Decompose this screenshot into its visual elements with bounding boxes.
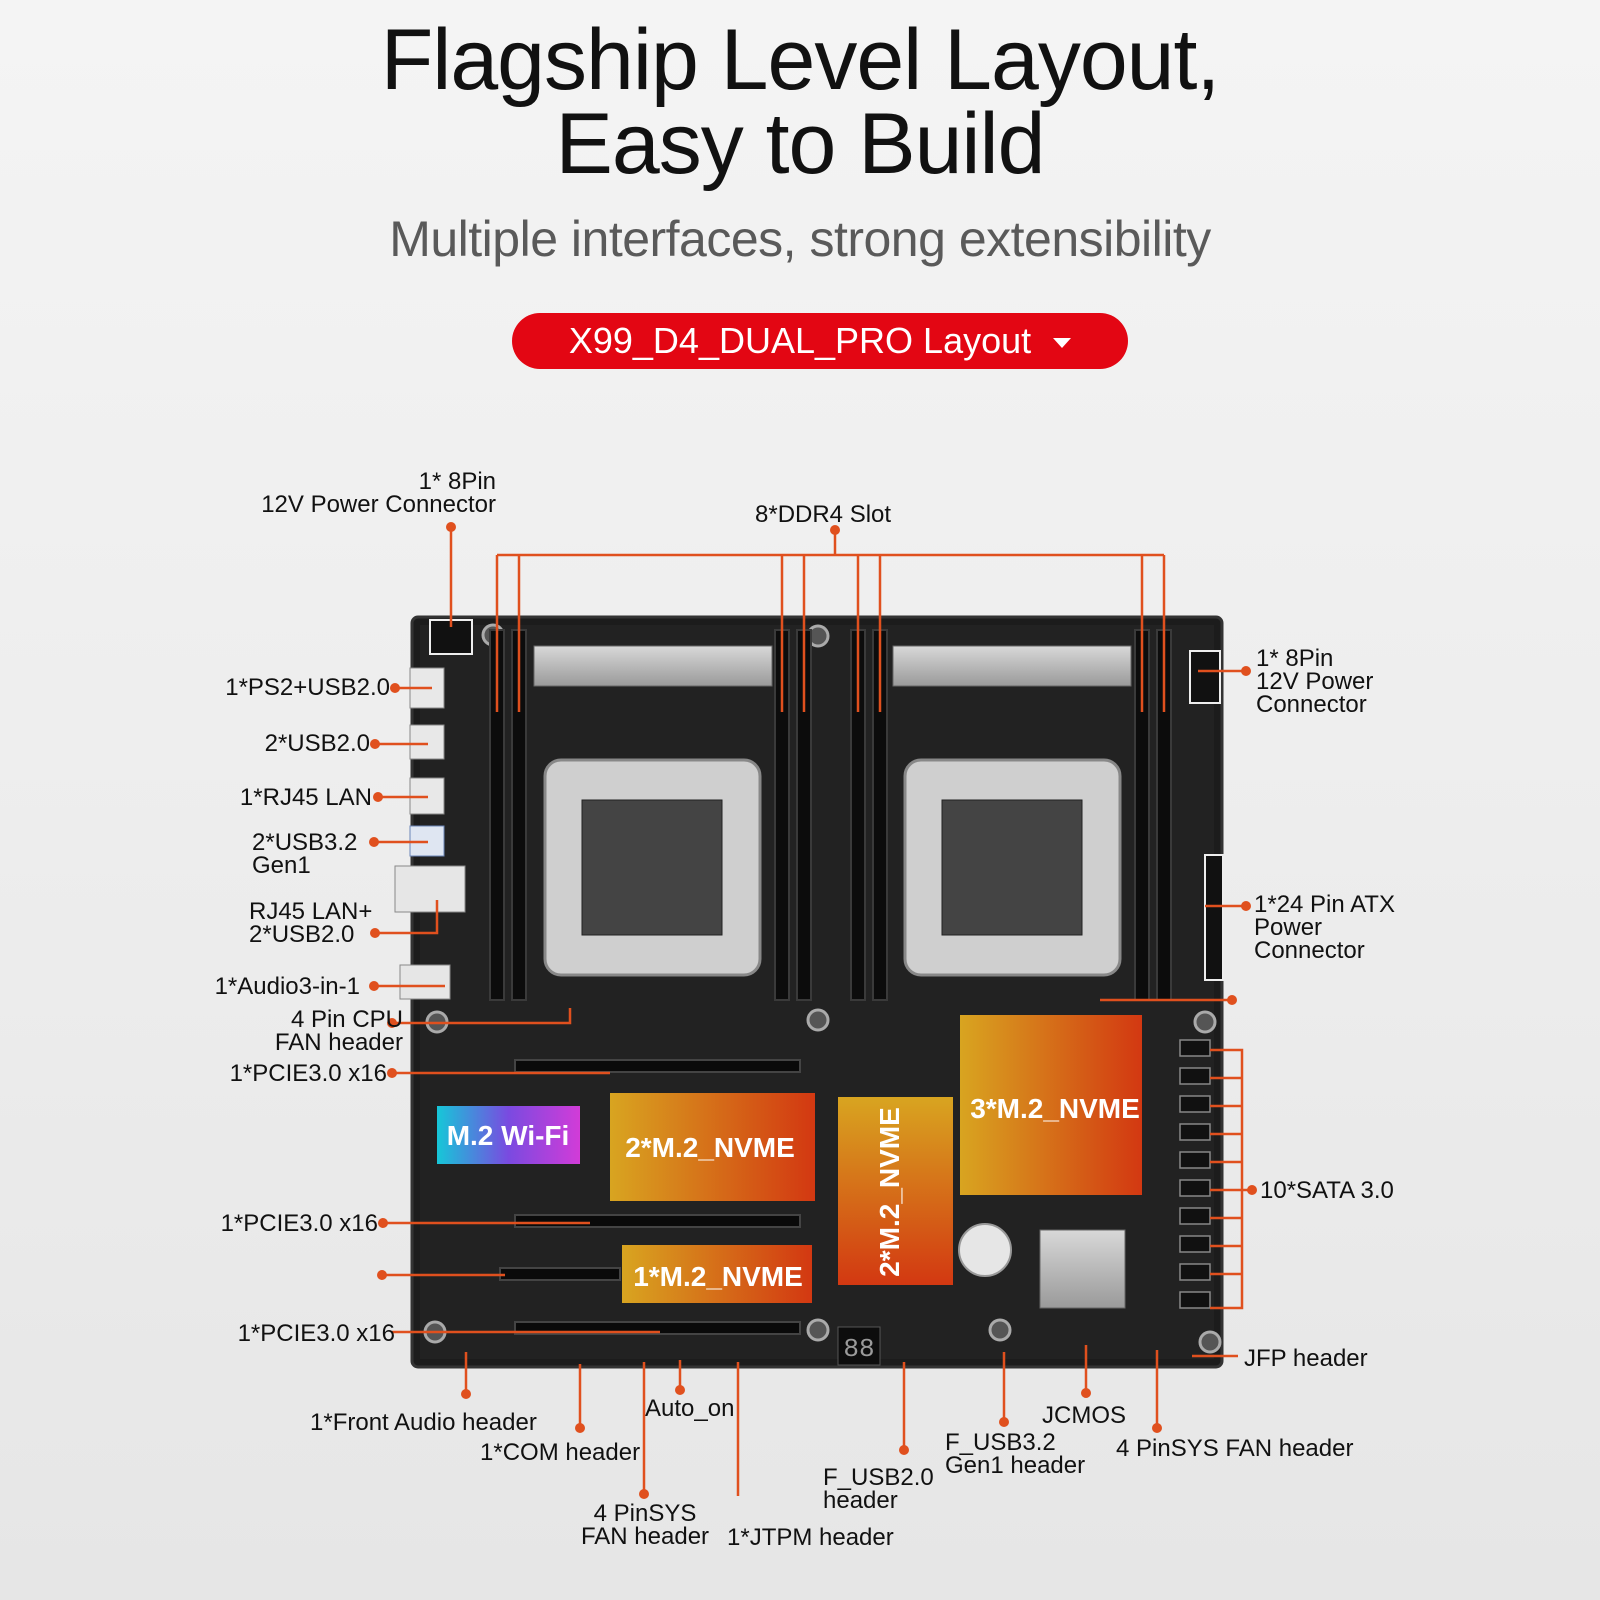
callout-com: 1*COM header [480,1439,641,1466]
callout-rj45: 1*RJ45 LAN [239,784,372,811]
nvme2-tag-label: 2*M.2_NVME [625,1132,795,1163]
cpu-socket-2 [903,758,1122,977]
nvme2-tag-bg [610,1093,815,1201]
atx-24pin [1204,854,1224,981]
callout-front-audio: 1*Front Audio header [310,1409,537,1436]
wifi-tag-bg [437,1106,580,1164]
eps-8pin-right [1189,650,1221,704]
sata-ports [1179,1039,1211,1309]
callout-audio: 1*Audio3-in-1 [214,973,360,1000]
callout-pcie-2: 1*PCIE3.0 x16 [220,1210,378,1237]
cmos-battery [958,1223,1012,1277]
callout-jtpm: 1*JTPM header [727,1524,894,1551]
caret-down-icon [1053,338,1072,349]
callout-ddr4: 8*DDR4 Slot [755,501,892,528]
nvme1-tag-bg [622,1245,812,1303]
callout-rj45-usb: RJ45 LAN+2*USB2.0 [249,898,373,948]
chipset-heatsink [1039,1229,1126,1309]
nvme3-tag-bg [960,1015,1142,1195]
nvme-center-tag-bg [838,1097,953,1285]
page-subtitle: Multiple interfaces, strong extensibilit… [389,211,1211,267]
callout-pcie-1: 1*PCIE3.0 x16 [229,1060,387,1087]
callout-jfp: JFP header [1244,1345,1368,1372]
nvme3-tag-label: 3*M.2_NVME [970,1093,1140,1124]
vrm-heatsinks [533,645,1132,687]
page-title-line-2: Easy to Build [555,96,1046,192]
layout-dropdown-button[interactable]: X99_D4_DUAL_PRO Layout [512,313,1128,369]
cpu-socket-1 [543,758,762,977]
callout-pcie-3: 1*PCIE3.0 x16 [237,1320,395,1347]
callout-auto-on: Auto_on [645,1395,735,1422]
leader-dots [369,522,1257,1499]
layout-dropdown-label: X99_D4_DUAL_PRO Layout [568,320,1032,361]
wifi-tag-label: M.2 Wi-Fi [447,1120,570,1151]
callout-jcmos: JCMOS [1042,1402,1126,1429]
callout-usb20: 2*USB2.0 [264,730,370,757]
debug-led-digits: 88 [843,1334,874,1364]
debug-led-display [837,1326,881,1366]
nvme-center-tag-label: 2*M.2_NVME [874,1107,905,1277]
nvme1-tag-label: 1*M.2_NVME [633,1261,803,1292]
callout-ps2-usb: 1*PS2+USB2.0 [225,674,390,701]
callout-sata: 10*SATA 3.0 [1260,1177,1394,1204]
callout-sys-fan-right: 4 PinSYS FAN header [1116,1435,1354,1462]
leader-lines [374,527,1252,1496]
page-title-line-1: Flagship Level Layout, [380,12,1221,108]
